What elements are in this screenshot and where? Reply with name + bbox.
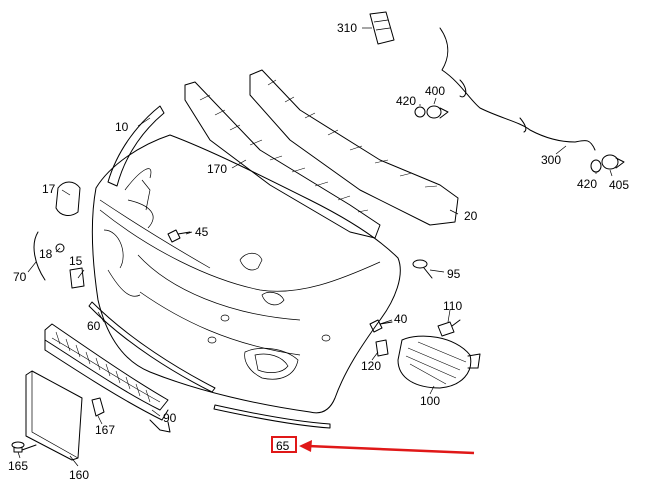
part-label-120: 120 [361, 359, 382, 373]
part-label-18: 18 [39, 247, 53, 261]
trim-strip-drawing [107, 105, 165, 187]
part-17-drawing [55, 181, 81, 216]
part-95-drawing [412, 259, 433, 279]
part-label-167: 167 [95, 423, 116, 437]
sensor-400-drawing [414, 105, 449, 119]
part-label-60: 60 [87, 319, 101, 333]
part-label-110: 110 [443, 299, 463, 313]
part-label-17: 17 [42, 182, 56, 196]
screw-110-drawing [437, 319, 461, 337]
part-label-420-upper: 420 [396, 94, 417, 108]
trim-strip-65-drawing [213, 404, 331, 429]
part-label-10: 10 [115, 120, 129, 134]
part-label-405: 405 [609, 178, 630, 192]
bumper-cover-drawing [91, 134, 401, 414]
screw-40-drawing [369, 319, 393, 333]
part-label-420-lower: 420 [577, 177, 598, 191]
bracket-120-drawing [375, 339, 389, 357]
part-label-95: 95 [447, 267, 461, 281]
part-label-300: 300 [541, 153, 562, 167]
leader-lines [17, 27, 613, 467]
sensor-405-drawing [590, 154, 625, 173]
lower-strip-drawing [88, 301, 216, 393]
part-label-160: 160 [69, 468, 90, 482]
part-70-drawing [33, 231, 46, 281]
callout-arrow [299, 440, 475, 455]
part-label-400: 400 [425, 84, 446, 98]
part-label-40: 40 [394, 312, 408, 326]
bumper-beam-20-drawing [249, 69, 459, 226]
absorber-170-drawing [184, 81, 381, 239]
part-label-170: 170 [207, 162, 228, 176]
part-label-310: 310 [337, 21, 358, 35]
part-label-15: 15 [69, 254, 83, 268]
part-15-drawing [69, 267, 85, 289]
license-plate-bracket-drawing [25, 370, 83, 461]
bracket-310-drawing [369, 11, 395, 45]
part-label-100: 100 [420, 394, 441, 408]
part-label-165: 165 [8, 459, 29, 473]
sensor-harness-300-drawing [439, 27, 596, 151]
fog-grille-100-drawing [397, 335, 481, 389]
part-label-45: 45 [195, 225, 209, 239]
part-label-65: 65 [276, 439, 290, 453]
part-18-drawing [55, 243, 65, 253]
screw-165-drawing [11, 441, 37, 453]
part-label-20: 20 [464, 209, 478, 223]
part-label-70: 70 [13, 270, 27, 284]
lower-grille-drawing [44, 323, 171, 433]
part-label-90: 90 [163, 411, 177, 425]
highlighted-part-callout: 65 [271, 436, 297, 453]
screw-45-drawing [167, 229, 191, 243]
clip-167-drawing [91, 397, 105, 417]
